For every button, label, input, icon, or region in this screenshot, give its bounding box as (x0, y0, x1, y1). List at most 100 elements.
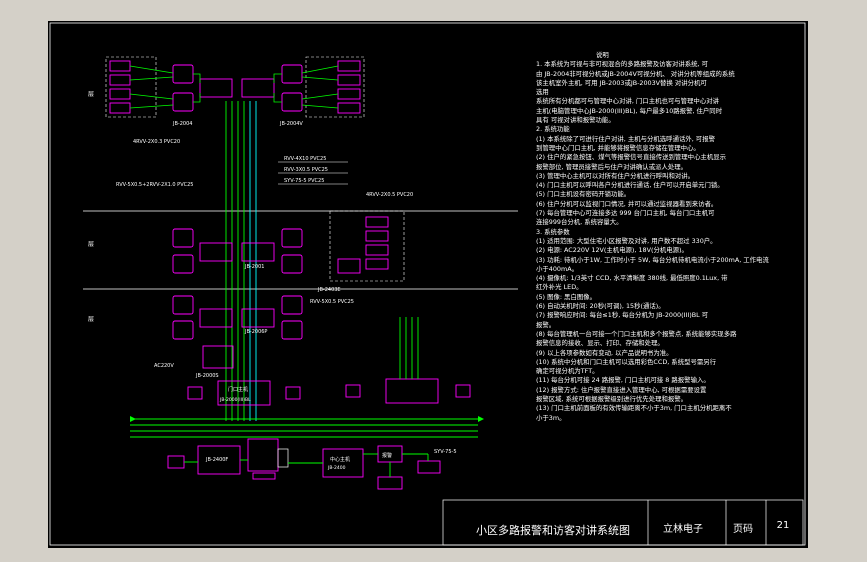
note-line: (3) 功耗: 待机小于1W, 工作时小于 5W, 每台分机待机电流小于200m… (536, 255, 769, 264)
sheet-border (49, 22, 806, 546)
cable-label-left: RVV-5X0.5+2RVV-2X1.0 PVC25 (116, 182, 193, 188)
note-line: 小于400mA。 (536, 264, 578, 273)
notes-heading: 说明 (596, 51, 609, 59)
note-line: (1) 本系统除了可进行住户对讲, 主机与分机选呼通话外, 可报警 (536, 134, 715, 143)
top-left-sensor-frame (105, 56, 157, 118)
note-line: (5) 门口主机设有密码开锁功能。 (536, 190, 631, 199)
label-mgmt-model: JB-2400F (205, 457, 228, 463)
label-alarm: 报警 (382, 452, 392, 459)
top-handsets (172, 64, 303, 112)
note-line: (8) 每台管理机一台可接一个门口主机和多个报警点, 系统能够实现多路 (536, 329, 737, 338)
title-block: 小区多路报警和访客对讲系统图 立林电子 页码 21 (443, 500, 802, 546)
note-line: (12) 报警方式: 住户报警直接进入管理中心, 可根据需要设置 (536, 385, 707, 394)
note-line: (6) 住户分机可以监视门口情况, 并可以通过监视器看到来访者。 (536, 199, 718, 208)
center-host-box (322, 448, 364, 478)
cable-label-lower: RVV-5X0.5 PVC25 (310, 299, 354, 305)
lower-device-2-box (417, 460, 441, 474)
note-line: (10) 系统中分机和门口主机可以选用彩色CCD, 系统型号需另行 (536, 357, 717, 366)
note-line: 报警部位, 管理员接警后与住户对讲确认或派人处理。 (536, 162, 688, 171)
note-line: (11) 每台分机可接 24 路报警, 门口主机可接 8 路报警输入。 (536, 376, 710, 385)
note-line: (7) 报警响应时间: 每台≤1秒, 每台分机为 JB-2000(III)BL … (536, 311, 709, 320)
door-lock-2-box (345, 384, 361, 398)
note-line: 2. 系统功能 (536, 125, 570, 134)
note-line: 连接999台分机, 系统容量大。 (536, 218, 623, 227)
note-line: 3. 系统参数 (536, 227, 570, 236)
page-number: 21 (776, 520, 790, 531)
cable-label-mid1: RVV-4X10 PVC25 (284, 156, 326, 162)
mid-sensor-frame (329, 210, 405, 282)
label-center: 中心主机 (330, 456, 350, 463)
label-door-host: 门口主机 (228, 386, 248, 393)
page-label: 页码 (733, 524, 753, 535)
note-line: 1. 本系统为可视与非可视混合的多路报警及访客对讲系统, 可 (536, 60, 708, 69)
system-diagram: 层 层 层 JB-2004 JB-2004V 4RVV-2X0.3 PVC20 … (49, 22, 806, 546)
note-line: 到管理中心门口主机, 并能够将报警信息存储在管理中心。 (536, 143, 700, 152)
monitor-screen (247, 438, 279, 472)
printer-box (277, 448, 289, 468)
label-door-host-model: JB-2000(III)BL (219, 397, 251, 403)
label-unit-2000s: JB-2000S (195, 373, 219, 379)
note-line: 选用 (536, 88, 549, 97)
label-unit-2006: JB-2006P (244, 329, 267, 335)
drawing-sheet: 层 层 层 JB-2004 JB-2004V 4RVV-2X0.3 PVC20 … (48, 21, 808, 548)
cable-label-syv: SYV-75-5 (434, 449, 457, 455)
label-unit-2403: JB-2403E (317, 287, 341, 293)
note-line: 确定可视分机为TFT。 (536, 367, 599, 376)
note-line: 该主机室外主机, 可用 JB-2003或JB-2003V替换 对讲分机可 (536, 78, 707, 87)
door-host-box (217, 380, 271, 406)
bus-arrows (130, 416, 484, 422)
label-jb2004: JB-2004 (172, 121, 192, 127)
label-psu: AC220V (154, 363, 174, 369)
drawing-title: 小区多路报警和访客对讲系统图 (476, 524, 630, 537)
leader-lines (278, 161, 348, 185)
cable-label-mid3: SYV-75-5 PVC25 (284, 178, 324, 184)
note-line: (5) 图像: 黑白图像。 (536, 292, 597, 301)
label-jb2004v: JB-2004V (279, 121, 303, 127)
floor-label-1: 层 (88, 91, 94, 98)
note-line: (4) 摄像机: 1/3英寸 CCD, 水平清晰度 380线, 最低照度0.1L… (536, 274, 728, 283)
note-line: 具有 可视对讲和报警功能。 (536, 116, 615, 125)
power-supply-box (202, 345, 234, 369)
note-line: 由 JB-2004非可视分机或JB-2004V可视分机、 对讲分机等组成的系统 (536, 69, 735, 78)
note-line: 红外补光 LED。 (536, 283, 583, 292)
lower-device-box (377, 476, 403, 490)
note-line: (2) 电源: AC220V 12V(主机电源), 18V(分机电源)。 (536, 246, 688, 255)
note-line: 小于3m。 (536, 413, 566, 422)
note-line: (6) 自动关机时间: 20秒(可调), 15秒(通话)。 (536, 302, 665, 311)
label-center-model: JB-2400 (327, 465, 346, 471)
mid-sensors (337, 216, 389, 274)
door-lock-box (187, 386, 203, 400)
door-host-2-box (385, 378, 439, 404)
mid-handsets (172, 228, 303, 274)
mgmt-side-box (167, 455, 185, 469)
note-line: 报警区域, 系统可根据报警级别进行优先处理和报警。 (536, 394, 688, 403)
note-line: 报警。 (536, 320, 556, 329)
note-line: (7) 每台管理中心可连接多达 999 台门口主机, 每台门口主机可 (536, 209, 715, 218)
note-line: (13) 门口主机前面板的有效传输距离不小于3m, 门口主机分机距离不 (536, 404, 732, 413)
floor-label-3: 层 (88, 316, 94, 323)
note-line: 报警信息的接收、显示、打印、存储和处理。 (536, 339, 664, 348)
cable-label-right: 4RVV-2X0.5 PVC20 (366, 192, 413, 198)
center-wiring (184, 453, 429, 477)
door-camera-2-box (455, 384, 471, 398)
note-line: 系统所有分机都可与管理中心对讲, 门口主机也可与管理中心对讲 (536, 97, 719, 106)
top-right-sensor-frame (305, 56, 365, 118)
door-camera-box (285, 386, 301, 400)
floor-label-2: 层 (88, 241, 94, 248)
right-riser (399, 317, 419, 379)
company-name: 立林电子 (663, 524, 703, 535)
top-floor-wiring (129, 65, 339, 109)
note-line: (2) 住户的紧急按钮、煤气等报警信号直接传送到管理中心主机显示 (536, 153, 727, 162)
note-line: 主机(电脑管理中心JB-2000(III)BL), 每户最多10路报警, 住户同… (536, 106, 723, 115)
keyboard (252, 472, 276, 480)
note-line: (3) 管理中心主机可以对所有住户分机进行呼叫和对讲。 (536, 171, 695, 180)
note-line: (9) 以上各项参数如有变动, 以产品说明书为准。 (536, 348, 673, 357)
note-line: (4) 门口主机可以呼叫各户分机进行通话, 住户可以开启单元门锁。 (536, 181, 724, 190)
cable-label-mid2: RVV-3X0.5 PVC25 (284, 167, 328, 173)
title-block-frame (442, 499, 804, 546)
low-handsets (172, 295, 303, 340)
cable-label-top: 4RVV-2X0.3 PVC20 (133, 139, 180, 145)
label-unit-2001: JB-2001 (244, 264, 264, 270)
note-line: (1) 适用范围: 大型住宅小区报警及对讲, 用户数不超过 330户。 (536, 236, 717, 245)
